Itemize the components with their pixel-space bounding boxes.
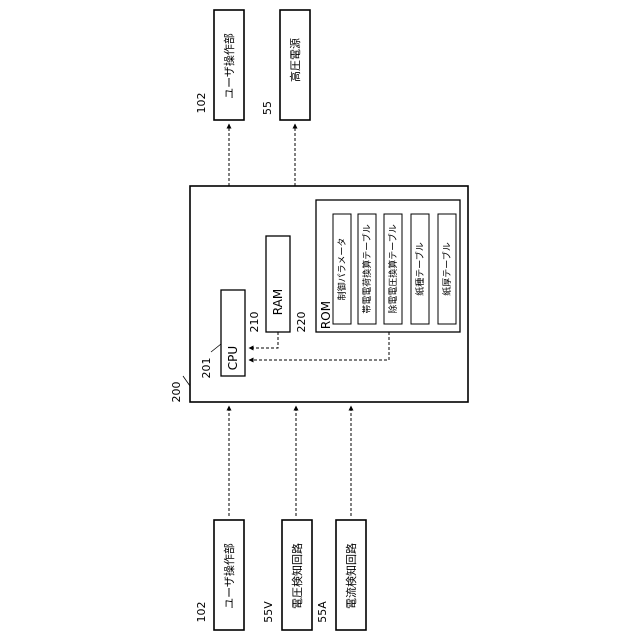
rom-table-control-parameters: 制御パラメータ bbox=[333, 214, 351, 324]
ref-200-leader bbox=[183, 376, 190, 386]
cpu-block: CPU bbox=[221, 290, 245, 376]
rom-table-label: 帯電電荷換算テーブル bbox=[361, 224, 373, 313]
ref-102-bottom: 102 bbox=[195, 602, 208, 623]
rom-table-charge-conversion: 帯電電荷換算テーブル bbox=[358, 214, 376, 324]
ref-220: 220 bbox=[295, 312, 308, 333]
rom-table-paper-type: 紙種テーブル bbox=[411, 214, 429, 324]
voltage-detection-circuit: 電圧検知回路 bbox=[282, 520, 312, 630]
user-operation-unit-bottom: ユーザ操作部 bbox=[214, 520, 244, 630]
current-detection-circuit-label: 電流検知回路 bbox=[344, 543, 358, 609]
ref-210: 210 bbox=[248, 312, 261, 333]
high-voltage-power-supply: 高圧電源 bbox=[280, 10, 310, 120]
ref-200: 200 bbox=[170, 382, 183, 403]
ref-102-top: 102 bbox=[195, 93, 208, 114]
ref-55v: 55V bbox=[262, 601, 275, 623]
rom-label: ROM bbox=[319, 301, 333, 329]
ram-label: RAM bbox=[271, 289, 285, 315]
user-operation-unit-bottom-label: ユーザ操作部 bbox=[222, 543, 236, 609]
rom-table-label: 紙種テーブル bbox=[414, 242, 426, 295]
rom-table-label: 紙厚テーブル bbox=[441, 242, 453, 295]
ram-block: RAM bbox=[266, 236, 290, 332]
rom-table-discharge-voltage-conversion: 除電電圧換算テーブル bbox=[384, 214, 402, 324]
voltage-detection-circuit-label: 電圧検知回路 bbox=[290, 543, 304, 609]
current-detection-circuit: 電流検知回路 bbox=[336, 520, 366, 630]
rom-table-label: 除電電圧換算テーブル bbox=[387, 224, 399, 313]
user-operation-unit-top: ユーザ操作部 bbox=[214, 10, 244, 120]
ref-55: 55 bbox=[261, 101, 274, 115]
ref-55a: 55A bbox=[316, 601, 329, 623]
rom-table-paper-thickness: 紙厚テーブル bbox=[438, 214, 456, 324]
high-voltage-power-supply-label: 高圧電源 bbox=[288, 38, 302, 82]
ref-201: 201 bbox=[200, 358, 213, 379]
cpu-label: CPU bbox=[226, 346, 240, 370]
rom-table-label: 制御パラメータ bbox=[336, 238, 348, 301]
user-operation-unit-top-label: ユーザ操作部 bbox=[222, 33, 236, 99]
